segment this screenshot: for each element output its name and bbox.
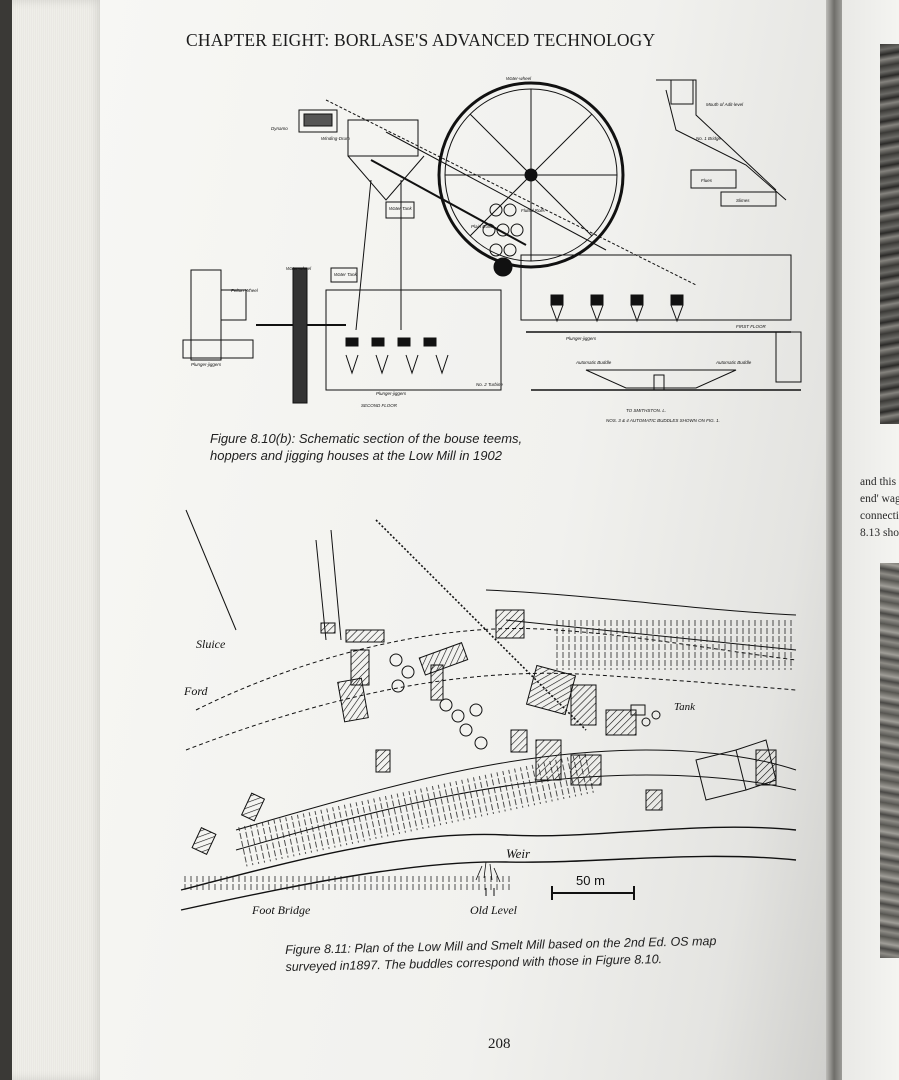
label-plain-rolls: Plain Rolls bbox=[471, 224, 493, 229]
facing-page-text: and this ver end' wagon connecting 8.13 … bbox=[860, 474, 899, 542]
label-plunger-jiggers-a: Plunger-jiggers bbox=[191, 362, 222, 367]
label-first-floor: FIRST FLOOR bbox=[736, 324, 767, 329]
label-automatic-buddle-a: Automatic Buddle bbox=[575, 360, 612, 365]
label-no2-turbine: No. 2 Turbine bbox=[476, 382, 503, 387]
label-buddles-note: NOS. 3 & 4 AUTOMATIC BUDDLES SHOWN ON FI… bbox=[606, 418, 720, 423]
label-plunger-jiggers-c: Plunger-jiggers bbox=[566, 336, 597, 341]
label-water-wheel-top: Water-wheel bbox=[506, 76, 532, 81]
label-plunger-jiggers-b: Plunger-jiggers bbox=[376, 391, 407, 396]
label-automatic-buddle-b: Automatic Buddle bbox=[715, 360, 752, 365]
figure-8-10b-caption: Figure 8.10(b): Schematic section of the… bbox=[210, 431, 523, 463]
book-gutter bbox=[826, 0, 844, 1080]
label-dynamo: Dynamo bbox=[271, 126, 288, 131]
page-number: 208 bbox=[488, 1036, 511, 1052]
left-page bbox=[100, 0, 832, 1080]
map-label-sluice: Sluice bbox=[196, 637, 226, 651]
running-head: CHAPTER EIGHT: BORLASE'S ADVANCED TECHNO… bbox=[186, 30, 656, 50]
label-winding-drum: Winding-Drum bbox=[321, 136, 350, 141]
label-flues: Flues bbox=[701, 178, 713, 183]
label-to-smithston: TO SMITHSTON. L. bbox=[626, 408, 666, 413]
facing-line-1: and this ver bbox=[860, 476, 899, 488]
label-pelton-wheel: Pelton Wheel bbox=[231, 288, 259, 293]
facing-line-3: connecting bbox=[860, 510, 899, 522]
page-edges bbox=[12, 0, 104, 1080]
book-shadow bbox=[0, 0, 14, 1080]
map-label-ford: Ford bbox=[183, 684, 209, 698]
map-label-foot-bridge: Foot Bridge bbox=[251, 903, 311, 917]
label-water-wheel-left: Water-wheel bbox=[286, 266, 312, 271]
facing-page-photo-bottom bbox=[880, 563, 899, 958]
label-slimes: Slimes bbox=[736, 198, 750, 203]
label-water-tank-mid: Water Tank bbox=[334, 272, 358, 277]
label-fluted-rolls: Fluted Rolls bbox=[521, 208, 546, 213]
map-scale-label: 50 m bbox=[576, 873, 605, 888]
label-second-floor: SECOND FLOOR bbox=[361, 403, 398, 408]
label-mouth-of-adit: Mouth of Adit-level bbox=[706, 102, 744, 107]
map-label-old-level: Old Level bbox=[470, 903, 518, 917]
facing-line-2: end' wagon bbox=[860, 493, 899, 505]
figure-8-11-map: Sluice Ford Tank Weir Foot Bridge Old Le… bbox=[180, 509, 797, 917]
facing-page-photo-top bbox=[880, 44, 899, 424]
facing-line-4: 8.13 shows bbox=[860, 527, 899, 539]
figure-8-10b-schematic: Water-wheel Water-wheel Dynamo Winding-D… bbox=[182, 76, 802, 423]
map-label-tank: Tank bbox=[674, 701, 696, 713]
map-label-weir: Weir bbox=[506, 846, 531, 861]
label-bridge: No. 1 Bridge bbox=[696, 136, 722, 141]
label-water-tank-top: Water Tank bbox=[389, 206, 413, 211]
